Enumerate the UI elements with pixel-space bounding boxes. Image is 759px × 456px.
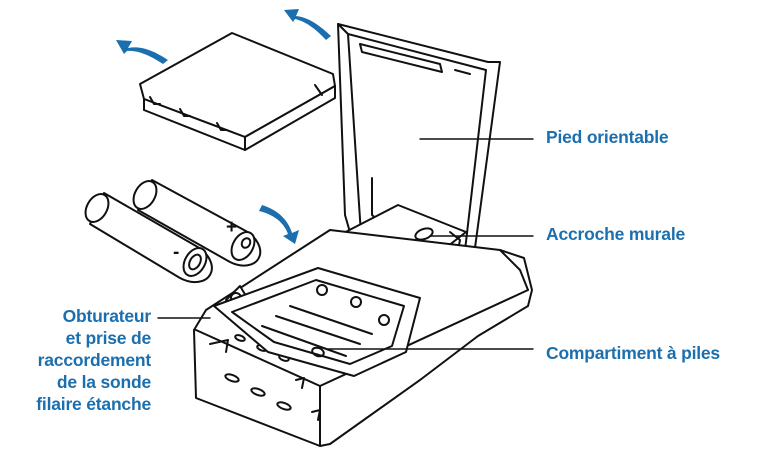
arrow-cover-icon — [116, 40, 168, 64]
arrow-stand-icon — [284, 9, 331, 40]
battery-plus-mark: + — [226, 217, 237, 238]
leader-lines — [157, 138, 534, 350]
label-obturateur-line: de la sonde — [56, 372, 151, 392]
battery-minus-mark: - — [173, 242, 179, 263]
label-obturateur-line: filaire étanche — [36, 394, 151, 414]
label-pied-orientable: Pied orientable — [546, 127, 669, 147]
battery-left — [84, 192, 213, 284]
label-obturateur-line: et prise de — [65, 328, 152, 348]
battery-right — [132, 179, 262, 267]
battery-cover — [139, 32, 336, 151]
label-obturateur-line: raccordement — [37, 350, 152, 370]
label-obturateur-line: Obturateur — [62, 306, 152, 326]
label-obturateur: Obturateur et prise de raccordement de l… — [36, 305, 151, 415]
label-compartiment-piles: Compartiment à piles — [546, 343, 720, 363]
arrows — [116, 9, 331, 244]
arrow-battery-icon — [259, 205, 299, 244]
label-accroche-murale: Accroche murale — [546, 224, 686, 244]
